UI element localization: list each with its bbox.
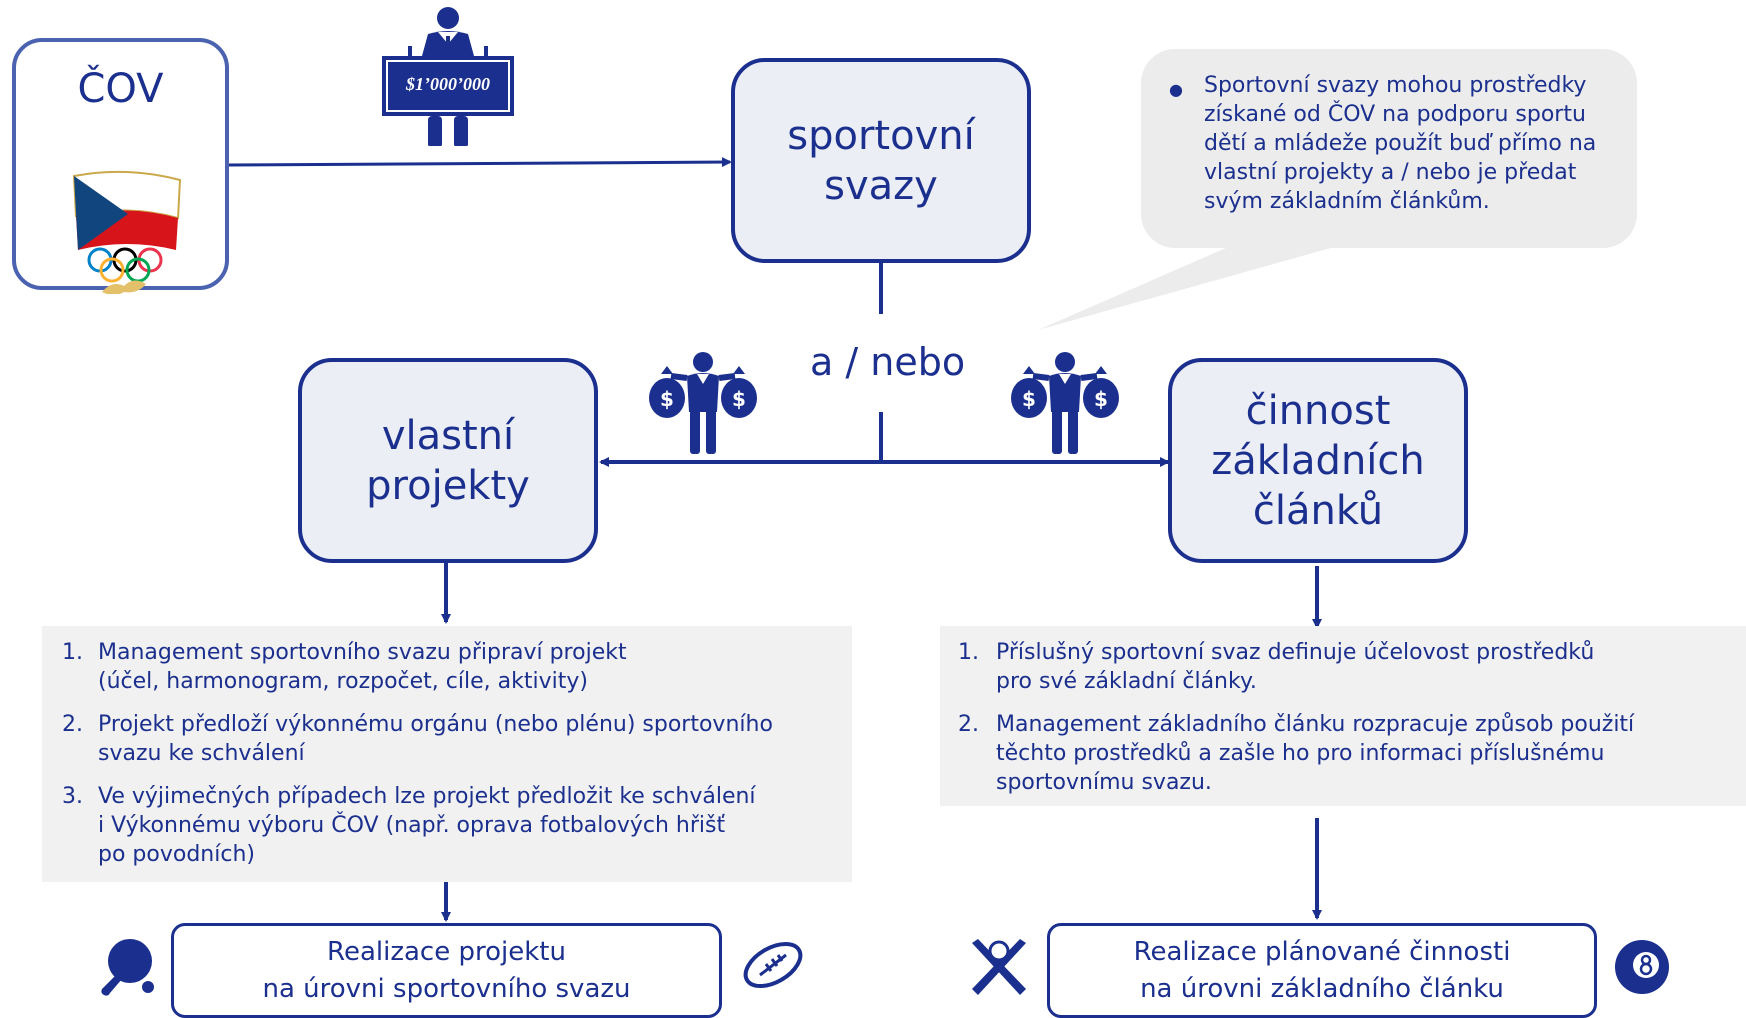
list-item: 2. Projekt předloží výkonnému orgánu (ne… [62, 712, 773, 766]
list-item: 2. Management základního článku rozpracu… [958, 712, 1635, 795]
branches-line-3: článků [1252, 487, 1384, 534]
federations-line-1: sportovní [787, 112, 975, 159]
crossed-baseball-bats-icon [972, 939, 1026, 995]
info-bubble: ● Sportovní svazy mohou prostředky získa… [1141, 49, 1637, 248]
list-item: 3. Ve výjimečných případech lze projekt … [62, 784, 756, 867]
left-result-line-1: Realizace projektu [327, 936, 566, 967]
cov-title: ČOV [77, 66, 164, 112]
left-steps-panel: 1. Management sportovního svazu připraví… [42, 626, 852, 882]
right-result-line-1: Realizace plánované činnosti [1133, 936, 1511, 967]
right-steps-panel: 1. Příslušný sportovní svaz definuje úče… [940, 626, 1746, 806]
ping-pong-paddle-icon [101, 939, 154, 996]
czech-flag-olympic-rings-icon [72, 170, 182, 294]
svg-text:$: $ [1094, 387, 1108, 411]
own-projects-line-1: vlastní [381, 412, 515, 459]
right-result-line-2: na úrovni základního článku [1140, 973, 1504, 1004]
list-item: 1. Příslušný sportovní svaz definuje úče… [958, 640, 1595, 694]
branches-line-2: základních [1211, 437, 1425, 484]
list-item: 1. Management sportovního svazu připraví… [62, 640, 627, 694]
svg-text:$: $ [660, 387, 674, 411]
right-result-box: Realizace plánované činnosti na úrovni z… [1047, 923, 1597, 1018]
left-result-box: Realizace projektu na úrovni sportovního… [171, 923, 722, 1018]
bullet-icon: ● [1169, 80, 1183, 99]
branches-box: činnost základních článků [1168, 358, 1468, 563]
person-with-money-bags-icon: $ $ [649, 352, 757, 454]
left-result-line-2: na úrovni sportovního svazu [262, 973, 631, 1004]
person-holding-sign-icon [382, 7, 514, 146]
and-or-label: a / nebo [810, 340, 966, 384]
person-with-money-bags-icon: $ $ [1011, 352, 1119, 454]
money-sign-amount: $1’000’000 [406, 74, 490, 94]
own-projects-line-2: projekty [366, 462, 530, 509]
svg-text:$: $ [732, 387, 746, 411]
bubble-text: Sportovní svazy mohou prostředky získané… [1204, 73, 1597, 214]
federations-box: sportovní svazy [731, 58, 1031, 263]
branches-line-1: činnost [1245, 387, 1391, 434]
cov-box: ČOV [12, 38, 229, 294]
own-projects-box: vlastní projekty [298, 358, 598, 563]
american-football-icon [743, 941, 803, 989]
billiard-eight-ball-icon [1615, 940, 1669, 994]
svg-text:$: $ [1022, 387, 1036, 411]
federations-line-2: svazy [824, 162, 938, 209]
